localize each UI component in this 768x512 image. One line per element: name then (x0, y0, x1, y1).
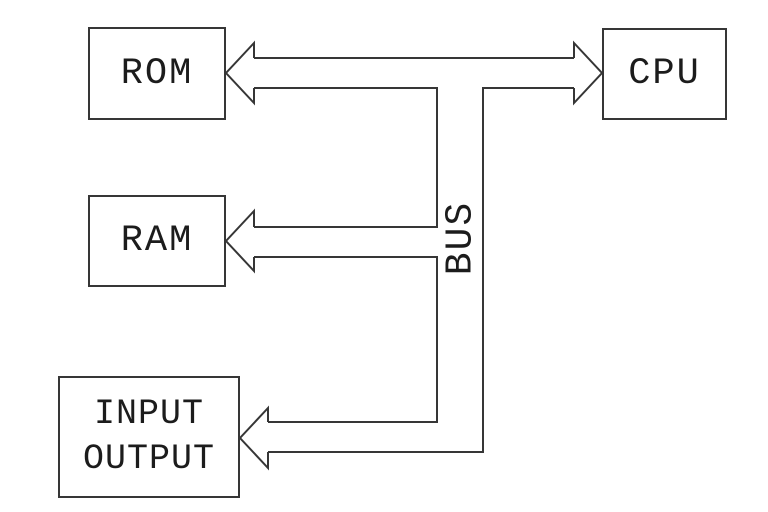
bus-label: BUS (439, 200, 483, 276)
block-input-output-label: INPUT OUTPUT (83, 392, 215, 482)
arrowhead-rom (224, 40, 255, 106)
output-label-line: OUTPUT (82, 439, 216, 479)
block-rom: ROM (88, 27, 226, 120)
arrowhead-io (238, 405, 269, 471)
block-cpu: CPU (602, 28, 727, 120)
arrowhead-ram (224, 208, 255, 274)
block-rom-label: ROM (120, 52, 194, 95)
block-ram: RAM (88, 195, 226, 287)
arrowhead-cpu (573, 40, 604, 106)
block-ram-label: RAM (120, 220, 194, 262)
input-label-line: INPUT (93, 394, 205, 434)
bus-right-rail (268, 87, 574, 453)
bus-left-upper (254, 87, 438, 228)
block-cpu-label: CPU (628, 53, 701, 95)
block-input-output: INPUT OUTPUT (58, 376, 240, 498)
bus-left-lower (254, 256, 438, 423)
